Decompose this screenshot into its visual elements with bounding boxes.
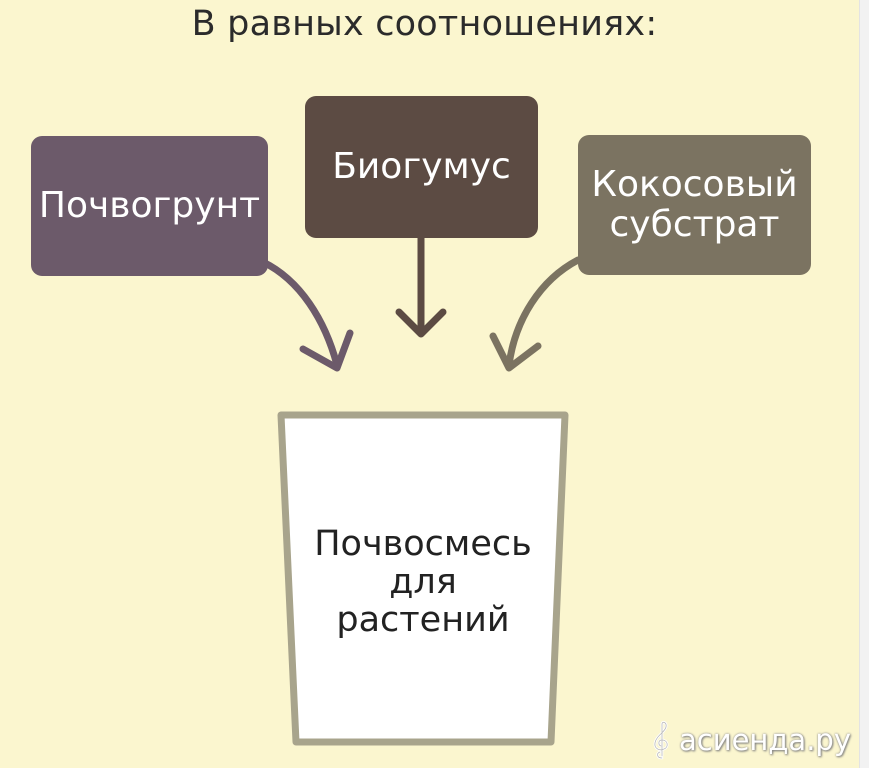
target-label: Почвосмесь для растений [282,525,564,639]
watermark: асиенда.ру [649,720,851,760]
treble-clef-icon [653,721,669,760]
arrow-left-head [299,329,354,372]
arrow-right [505,256,582,369]
source-label-line: Почвогрунт [38,185,261,226]
source-box-kokosovyi-substrat: Кокосовый субстрат [578,135,811,275]
diagram-title: В равных соотношениях: [191,4,658,44]
pot-shape [277,411,569,746]
arrow-left [259,258,341,369]
arrow-middle-head [395,308,447,338]
target-label-line: для [389,562,457,602]
source-box-pochvogrunt: Почвогрунт [31,136,268,276]
source-box-biogumus: Биогумус [305,96,538,238]
arrow-right-head [489,332,542,372]
right-edge-strip [859,0,869,768]
source-label-line: субстрат [609,204,780,245]
target-label-line: Почвосмесь [314,524,532,564]
watermark-text: асиенда.ру [679,723,851,757]
target-label-line: растений [336,600,510,640]
source-label-line: Биогумус [332,146,511,187]
source-label-line: Кокосовый [591,164,798,205]
